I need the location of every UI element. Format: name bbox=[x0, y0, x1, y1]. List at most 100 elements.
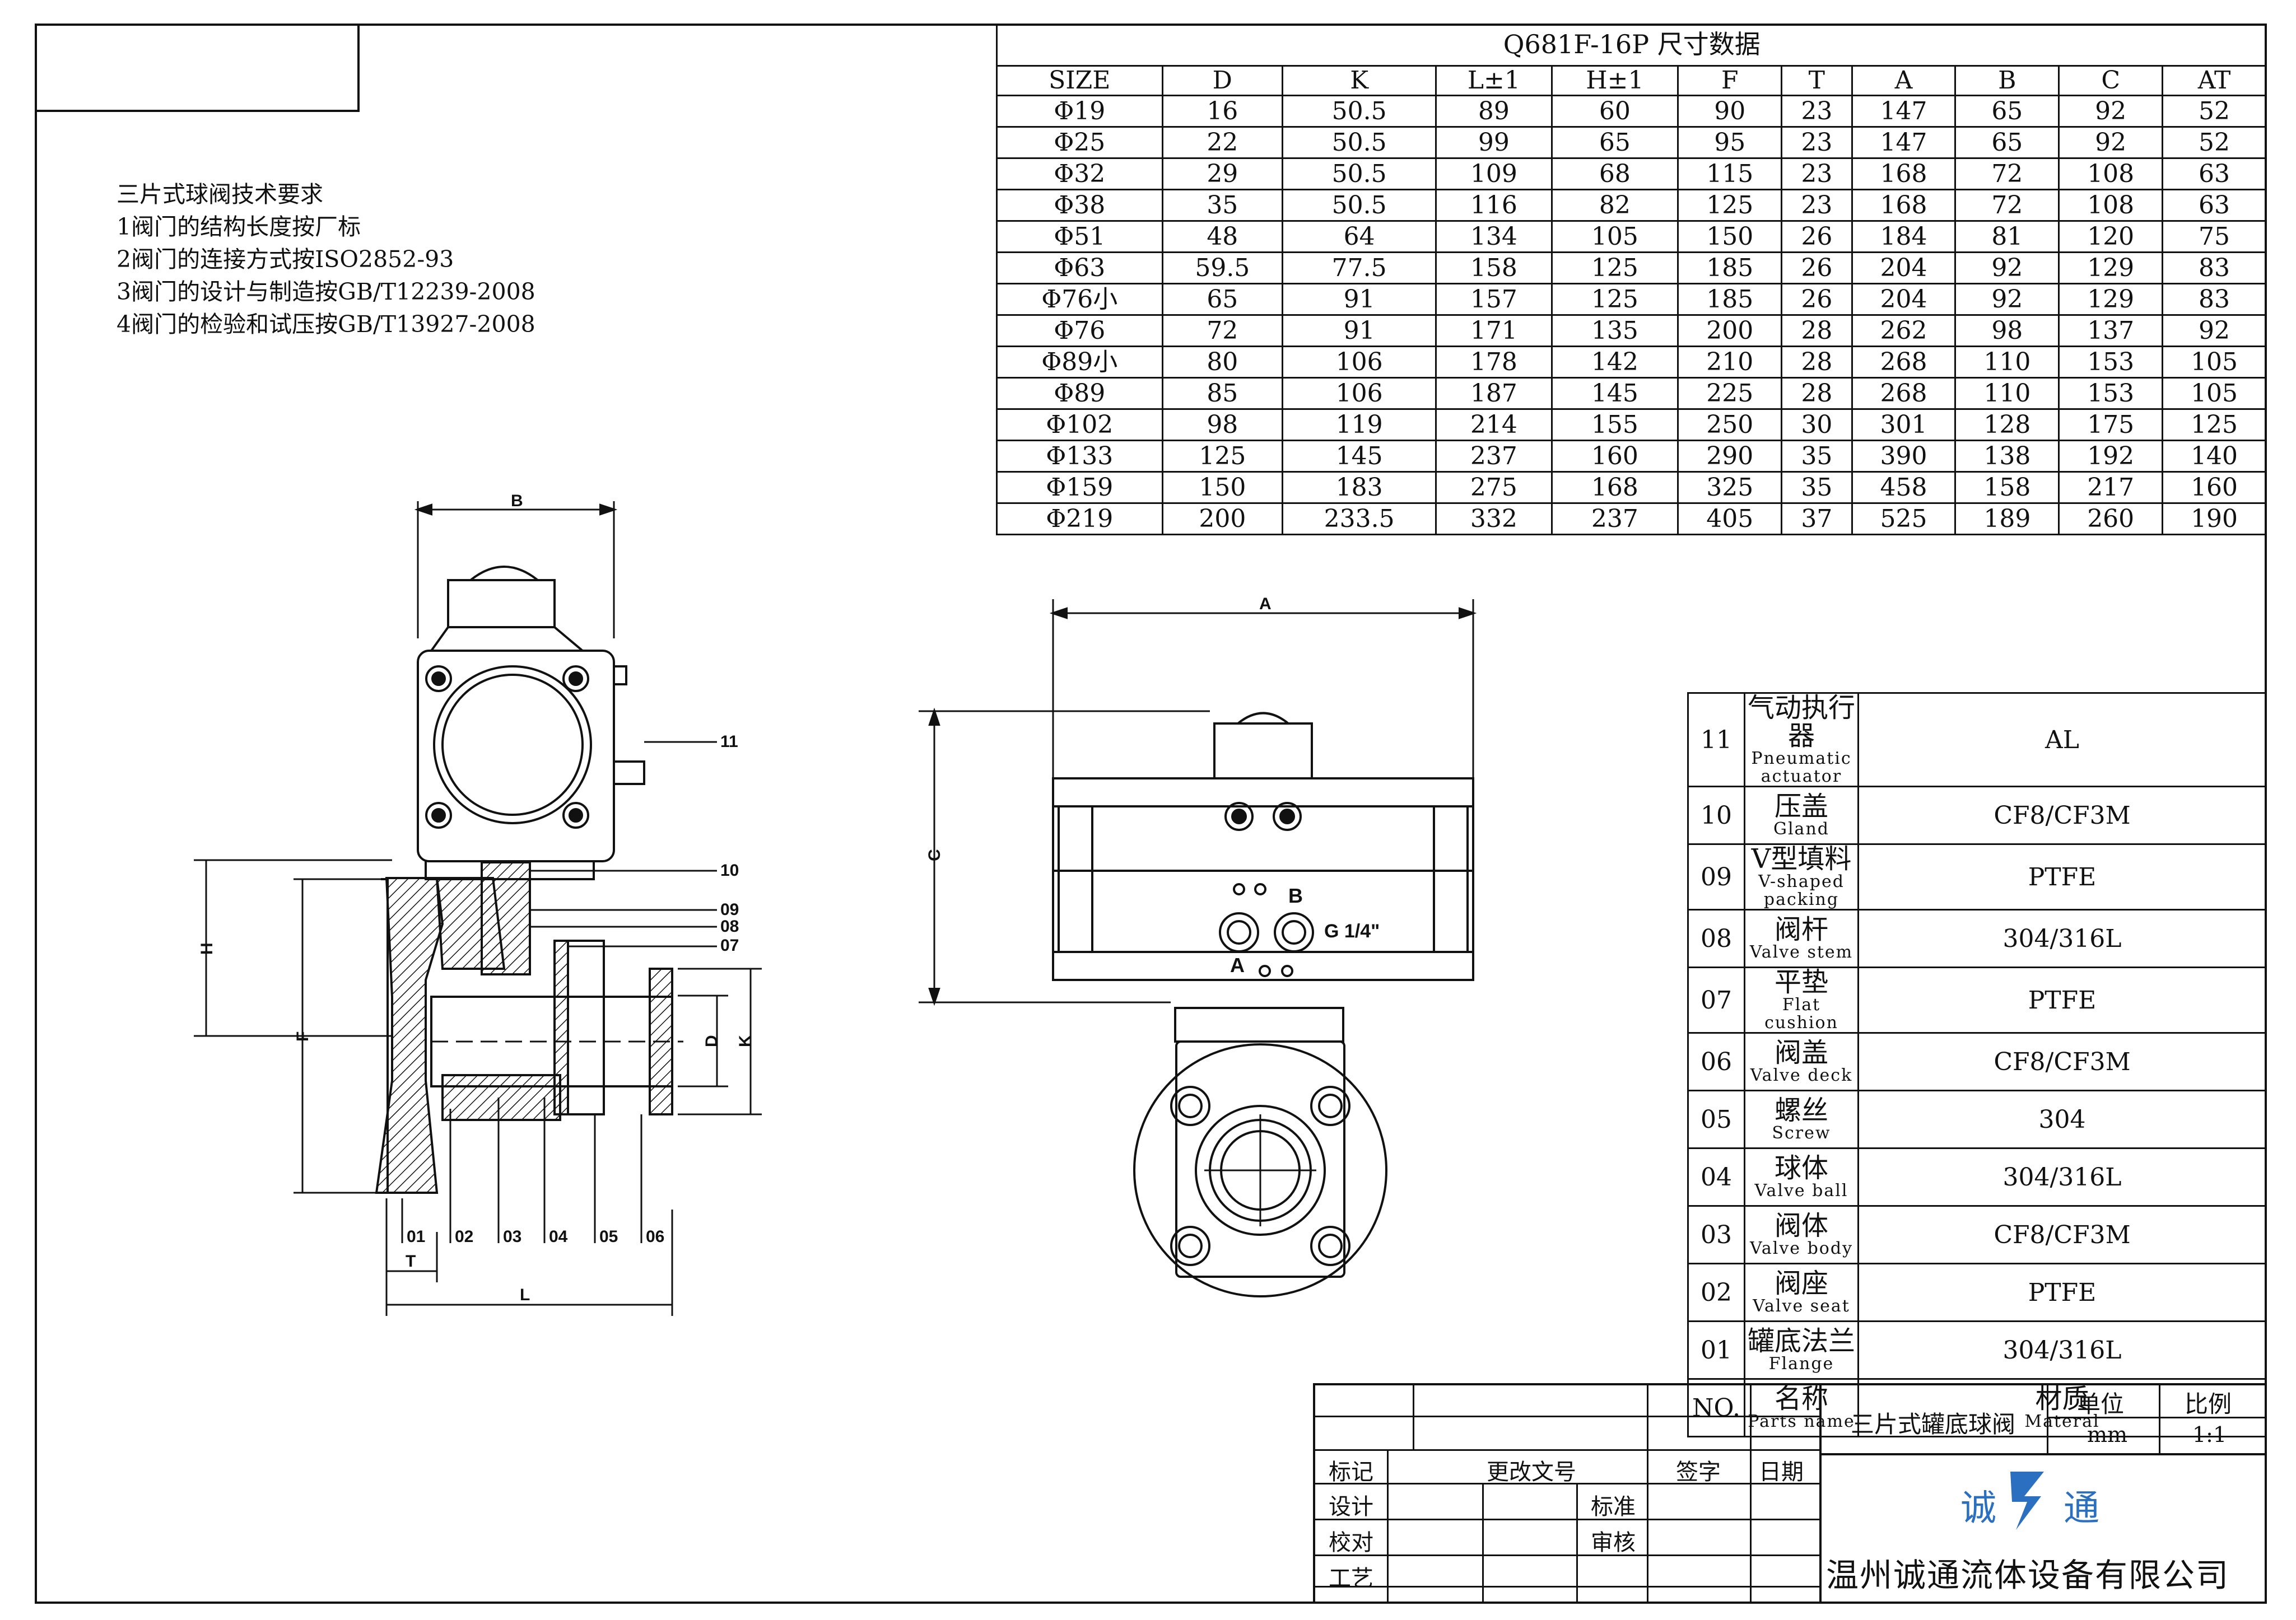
tb-proof: 校对 bbox=[1329, 1530, 1373, 1556]
part-material-en: Materal bbox=[2024, 1412, 2100, 1431]
part-material: CF8/CF3M bbox=[1994, 801, 2131, 830]
dim-cell: 28 bbox=[1781, 377, 1853, 410]
dim-cell: 200 bbox=[1161, 502, 1284, 535]
part-name-en: Valve seat bbox=[1753, 1296, 1850, 1316]
dim-cell: 65 bbox=[1550, 126, 1679, 159]
tb-scale-label: 比例 bbox=[2185, 1390, 2232, 1418]
dim-cell: 153 bbox=[2058, 346, 2164, 379]
dim-cell: 50.5 bbox=[1282, 157, 1437, 190]
dim-cell: 92 bbox=[2162, 314, 2267, 347]
part-name-cn: 阀杆 bbox=[1774, 914, 1828, 945]
part-label-08: 08 bbox=[720, 917, 739, 936]
part-material: CF8/CF3M bbox=[1994, 1220, 2131, 1249]
part-label-04: 04 bbox=[549, 1227, 568, 1246]
part-material-cell: 304/316L bbox=[1857, 1147, 2267, 1207]
dim-cell: 147 bbox=[1851, 95, 1957, 128]
dim-cell: 183 bbox=[1282, 471, 1437, 504]
part-name-cn: 阀盖 bbox=[1774, 1037, 1828, 1068]
dim-cell: 105 bbox=[2162, 377, 2267, 410]
dim-cell: 150 bbox=[1161, 471, 1284, 504]
dimension-table-title: Q681F-16P 尺寸数据 bbox=[996, 24, 2266, 67]
dim-cell: 134 bbox=[1435, 220, 1553, 253]
dim-cell: 217 bbox=[2058, 471, 2164, 504]
part-name-en: Valve body bbox=[1749, 1239, 1853, 1258]
dim-header-cell: K bbox=[1282, 65, 1437, 96]
dim-cell: Φ76小 bbox=[996, 283, 1163, 316]
dim-cell: 98 bbox=[1954, 314, 2060, 347]
part-name-cn: V型填料 bbox=[1751, 843, 1852, 875]
dim-cell: Φ19 bbox=[996, 95, 1163, 128]
dim-cell: 110 bbox=[1954, 346, 2060, 379]
dim-cell: 301 bbox=[1851, 408, 1957, 441]
part-label-01: 01 bbox=[407, 1227, 425, 1246]
dim-cell: 290 bbox=[1677, 440, 1783, 473]
part-name-cn: 名称 bbox=[1774, 1383, 1828, 1414]
dim-cell: 214 bbox=[1435, 408, 1553, 441]
part-label-09: 09 bbox=[720, 900, 739, 919]
dim-cell: 50.5 bbox=[1282, 189, 1437, 222]
dim-cell: 28 bbox=[1781, 346, 1853, 379]
dim-cell: 22 bbox=[1161, 126, 1284, 159]
dim-cell: 525 bbox=[1851, 502, 1957, 535]
dim-cell: 332 bbox=[1435, 502, 1553, 535]
part-number: 04 bbox=[1687, 1147, 1745, 1207]
tb-review: 审核 bbox=[1591, 1530, 1636, 1556]
dim-cell: 145 bbox=[1550, 377, 1679, 410]
dim-cell: 105 bbox=[2162, 346, 2267, 379]
dim-cell: 145 bbox=[1282, 440, 1437, 473]
dim-cell: Φ63 bbox=[996, 251, 1163, 284]
dim-cell: 137 bbox=[2058, 314, 2164, 347]
dim-cell: 168 bbox=[1851, 189, 1957, 222]
part-number: 09 bbox=[1687, 843, 1745, 911]
title-block: 标记 更改文号 签字 日期 设计 标准 校对 审核 工艺 三片式罐底球阀 单位 … bbox=[1313, 1383, 2267, 1604]
dim-cell: 190 bbox=[2162, 502, 2267, 535]
dim-cell: 16 bbox=[1161, 95, 1284, 128]
dim-cell: Φ89 bbox=[996, 377, 1163, 410]
tb-sign: 签字 bbox=[1676, 1459, 1721, 1485]
requirement-item: 1阀门的结构长度按厂标 bbox=[117, 213, 361, 240]
part-number: 03 bbox=[1687, 1205, 1745, 1264]
logo-left-char: 诚 bbox=[1960, 1488, 1996, 1529]
part-material-cell: CF8/CF3M bbox=[1857, 1032, 2267, 1091]
dim-cell: 187 bbox=[1435, 377, 1553, 410]
dim-cell: 125 bbox=[2162, 408, 2267, 441]
part-name-en: Parts name bbox=[1748, 1412, 1855, 1431]
dim-cell: 125 bbox=[1550, 283, 1679, 316]
dim-cell: 135 bbox=[1550, 314, 1679, 347]
dim-cell: 52 bbox=[2162, 95, 2267, 128]
part-label-03: 03 bbox=[503, 1227, 521, 1246]
part-name-en: Pneumatic actuator bbox=[1751, 749, 1852, 786]
dim-cell: 268 bbox=[1851, 377, 1957, 410]
dim-cell: 125 bbox=[1677, 189, 1783, 222]
part-name-cn: 气动执行器 bbox=[1747, 692, 1855, 751]
dim-cell: 50.5 bbox=[1282, 126, 1437, 159]
part-number: 07 bbox=[1687, 967, 1745, 1034]
dim-cell: 92 bbox=[1954, 283, 2060, 316]
part-material-cell: AL bbox=[1857, 692, 2267, 787]
dim-cell: 90 bbox=[1677, 95, 1783, 128]
dim-label-c: C bbox=[925, 849, 944, 861]
requirement-item: 2阀门的连接方式按ISO2852-93 bbox=[117, 246, 454, 273]
dim-cell: 92 bbox=[2058, 126, 2164, 159]
corner-box bbox=[35, 24, 360, 112]
dim-cell: 108 bbox=[2058, 189, 2164, 222]
dim-label-b: B bbox=[511, 492, 523, 510]
dim-header-cell: T bbox=[1781, 65, 1853, 96]
